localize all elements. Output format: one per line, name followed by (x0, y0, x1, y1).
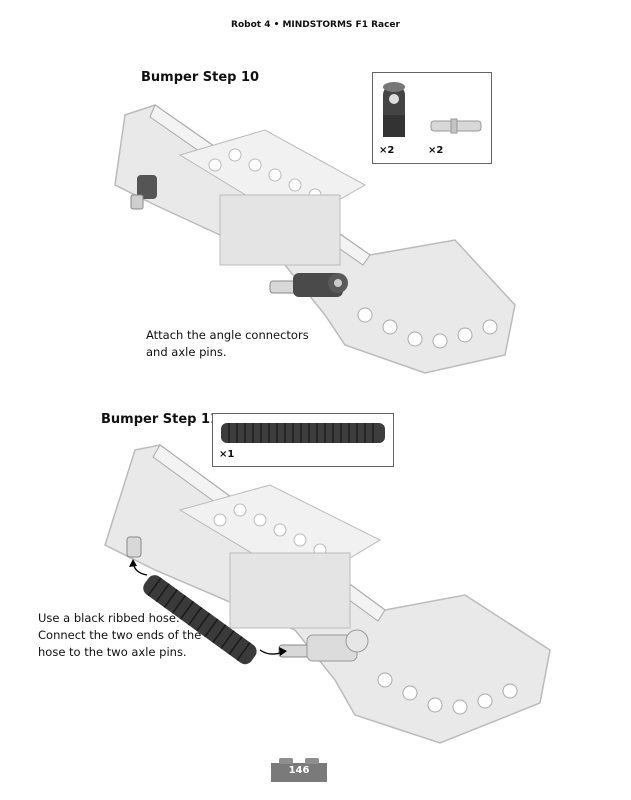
step-10-qty-axle-pin: ×2 (428, 145, 444, 156)
step-10-title: Bumper Step 10 (141, 70, 260, 85)
running-header: Robot 4 • MINDSTORMS F1 Racer (231, 20, 400, 30)
step-11-title: Bumper Step 11 (101, 412, 220, 427)
step-11-qty-hose: ×1 (219, 449, 235, 460)
step-11-parts-box: ×1 (212, 413, 394, 467)
step-11-caption: Use a black ribbed hose. Connect the two… (38, 610, 201, 661)
ribbed-hose-icon (221, 423, 385, 443)
step-10-caption-line-1: Attach the angle connectors (146, 328, 309, 342)
step-10-qty-angle-connector: ×2 (379, 145, 395, 156)
page-number: 146 (288, 765, 310, 776)
step-11-caption-line-1: Use a black ribbed hose. (38, 611, 180, 625)
lego-brick-icon (271, 758, 327, 782)
step-11-caption-line-3: hose to the two axle pins. (38, 645, 187, 659)
step-11-caption-line-2: Connect the two ends of the (38, 628, 202, 642)
step-10-caption: Attach the angle connectors and axle pin… (146, 327, 309, 361)
step-10-caption-line-2: and axle pins. (146, 345, 227, 359)
step-11-assembly-illustration (104, 444, 551, 744)
step-10-assembly-illustration (114, 104, 516, 374)
axle-pin-icon (430, 118, 482, 134)
angle-connector-icon (383, 82, 405, 137)
step-10-parts-box: ×2 ×2 (372, 72, 492, 164)
page-number-badge: 146 (271, 756, 327, 782)
